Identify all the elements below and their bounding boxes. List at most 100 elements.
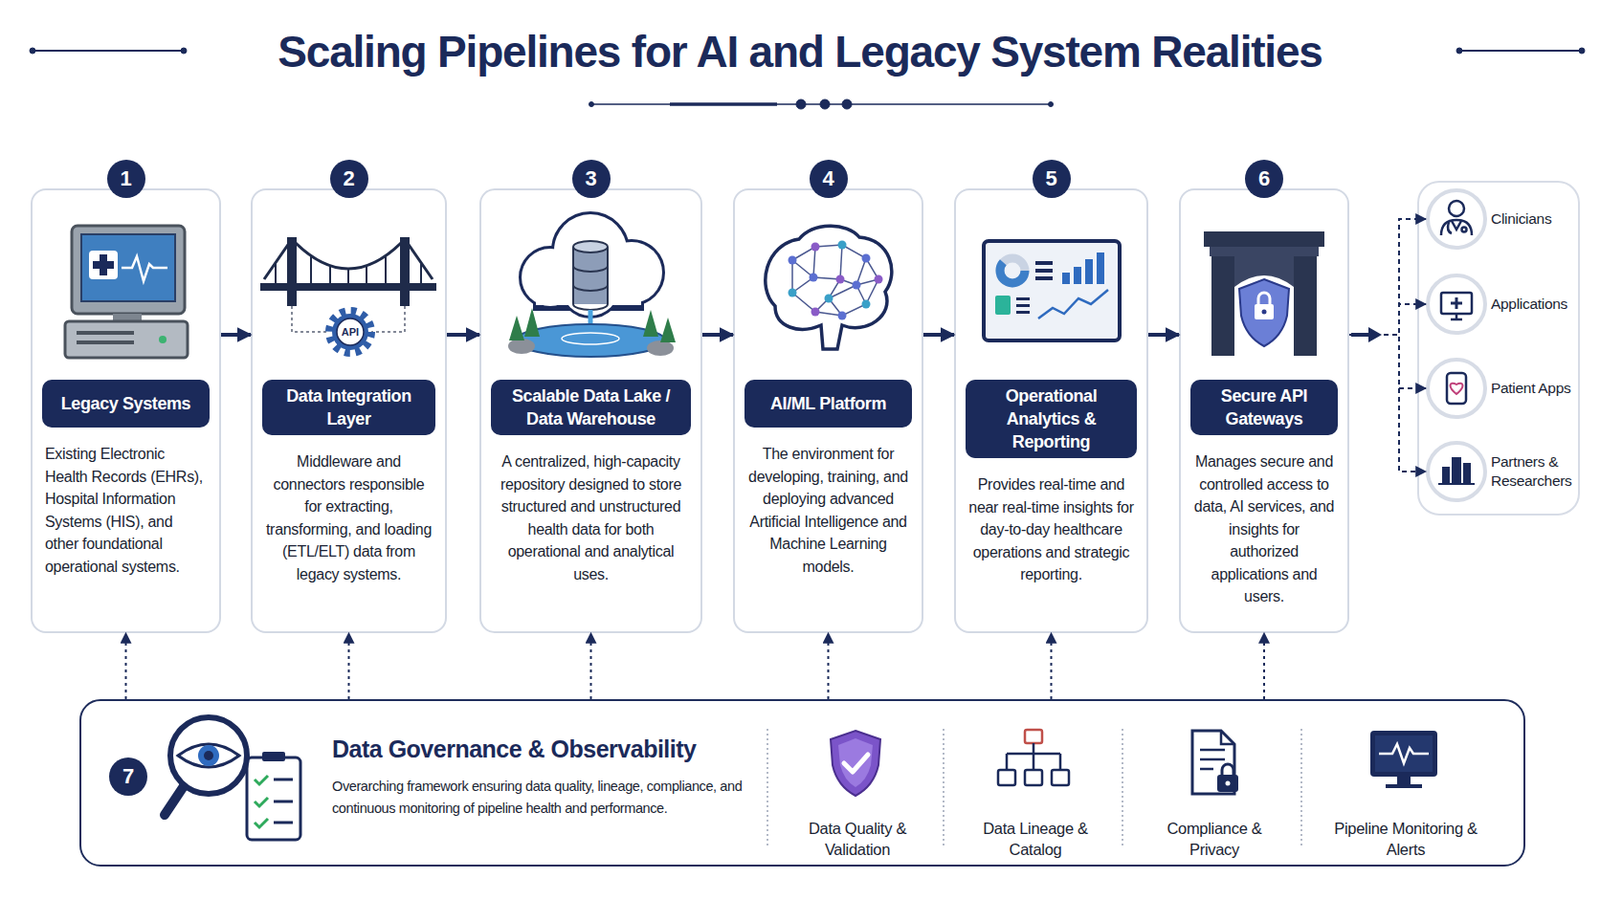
stage-description: Manages secure and controlled access to … (1190, 450, 1338, 609)
partners-icon (1438, 483, 1475, 486)
title-rule (32, 49, 184, 52)
title-rule (29, 47, 36, 54)
stage-description: Provides real-time and near real-time in… (965, 473, 1137, 587)
gateway-icon (1258, 292, 1270, 305)
brain-network-icon (836, 275, 845, 285)
dashboard-icon (1085, 259, 1093, 285)
dashboard-icon (983, 241, 1120, 341)
distribution-arrow (1349, 334, 1426, 472)
governance-item: Data Lineage & Catalog (982, 818, 1089, 861)
data-lake-icon (521, 248, 579, 307)
governance-item-label: Pipeline Monitoring & Alerts (1333, 818, 1478, 861)
column-divider (767, 729, 1302, 847)
bridge-icon (329, 311, 372, 354)
stage-description: Middleware and connectors responsible fo… (262, 450, 436, 586)
dashboard-icon (1016, 304, 1030, 308)
gateway-icon (1239, 279, 1289, 347)
patient-app-icon (1450, 383, 1464, 395)
data-lake-icon (573, 246, 608, 305)
brain-network-icon (788, 256, 798, 266)
dashboard-icon (995, 295, 1011, 315)
governance-icon (246, 757, 301, 841)
stage-heading: Secure API Gateways (1190, 379, 1338, 436)
computer-icon (112, 313, 142, 322)
application-icon (1441, 292, 1472, 314)
stage-heading: Operational Analytics & Reporting (965, 379, 1137, 459)
lineage-tree-icon (998, 730, 1069, 786)
gateway-icon (1203, 231, 1325, 356)
bridge-icon (332, 313, 369, 351)
bridge-icon (260, 283, 437, 291)
stage-description: Existing Electronic Health Records (EHRs… (42, 443, 210, 578)
brain-network-icon (788, 241, 884, 321)
consumer-node: Partners & Researchers (1425, 441, 1488, 503)
data-lake-icon (515, 324, 666, 357)
governance-item-label: Data Quality & Validation (800, 818, 915, 861)
application-icon (1441, 292, 1472, 320)
bridge-icon (275, 255, 422, 284)
data-lake-icon (524, 308, 540, 337)
governance-item-label: Compliance & Privacy (1161, 818, 1267, 861)
governance-icon (177, 744, 240, 768)
brain-network-icon (838, 311, 847, 321)
consumer-label: Applications (1490, 294, 1578, 314)
governance-icon (262, 752, 286, 762)
brain-network-icon (811, 243, 821, 252)
brain-network-icon (852, 281, 862, 290)
dashboard-icon (983, 241, 1120, 341)
computer-icon (92, 261, 114, 269)
data-lake-icon (573, 241, 608, 253)
bridge-icon (400, 237, 410, 307)
brain-network-icon (862, 300, 871, 310)
title-rule (842, 99, 852, 110)
compliance-doc-icon (1217, 775, 1239, 793)
data-lake-icon (573, 266, 608, 311)
governance-item: Compliance & Privacy (1161, 818, 1267, 861)
data-lake-icon (588, 310, 594, 328)
brain-network-icon (824, 294, 834, 304)
compliance-doc-icon (1222, 764, 1234, 778)
pipeline-stage-card: Scalable Data Lake / Data WarehouseA cen… (479, 188, 703, 634)
title-rule (796, 99, 806, 110)
dashboard-icon (1035, 276, 1053, 281)
flow-arrow (221, 333, 251, 337)
dashboard-icon (1073, 266, 1082, 285)
monitoring-icon (1370, 731, 1438, 789)
lineage-tree-icon (1006, 743, 1061, 771)
diagram-title: Scaling Pipelines for AI and Legacy Syst… (0, 24, 1600, 79)
data-lake-icon (600, 242, 663, 304)
data-lake-icon (643, 310, 659, 337)
data-lake-icon (508, 338, 535, 355)
compliance-doc-icon (1200, 750, 1225, 770)
clinician-icon (1447, 222, 1452, 234)
compliance-doc-icon (1221, 731, 1235, 745)
stage-heading: Scalable Data Lake / Data Warehouse (490, 379, 691, 436)
governance-arrow (1050, 633, 1053, 700)
governance-band: Data Governance & ObservabilityOverarchi… (79, 699, 1526, 867)
patient-app-icon (1446, 373, 1467, 404)
consumer-label: Clinicians (1490, 209, 1578, 229)
dashboard-icon (1000, 258, 1025, 284)
dashboard-icon (1062, 272, 1070, 285)
computer-icon (65, 225, 188, 358)
clinician-icon (1451, 221, 1462, 230)
junction-arrow (1351, 327, 1382, 343)
data-lake-icon (521, 214, 663, 316)
lineage-tree-icon (1024, 730, 1043, 744)
bridge-icon (260, 237, 437, 354)
computer-icon (121, 256, 168, 282)
governance-icon (203, 751, 214, 761)
governance-arrow (125, 633, 128, 700)
distribution-arrow (1349, 219, 1426, 335)
data-lake-icon (646, 340, 674, 356)
bridge-icon (336, 318, 364, 346)
consumer-node: Patient Apps (1425, 357, 1488, 420)
governance-arrow (1263, 633, 1266, 700)
data-lake-icon (554, 214, 627, 288)
data-lake-icon (508, 214, 676, 357)
consumer-label: Partners & Researchers (1490, 452, 1578, 491)
brain-network-icon (765, 225, 892, 350)
governance-arrow (590, 633, 593, 700)
title-rule (1578, 47, 1585, 54)
